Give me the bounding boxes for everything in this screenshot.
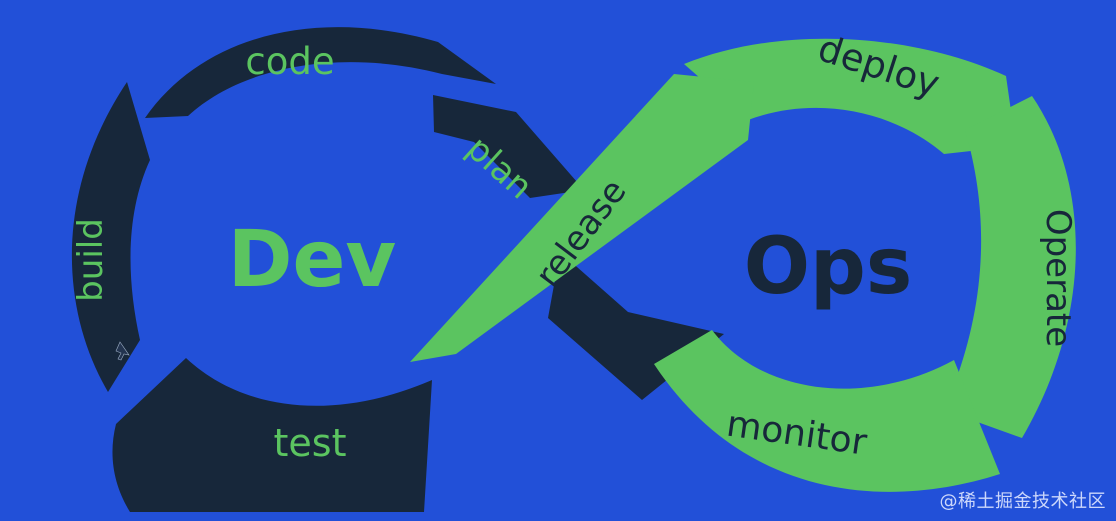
ops-release-segment [410, 74, 754, 362]
small-cursor-mark [115, 341, 130, 361]
dev-build-segment [71, 82, 150, 392]
dev-title: Dev [228, 215, 397, 305]
dev-code-segment [145, 27, 496, 118]
dev-stage-build-label: build [71, 218, 111, 302]
dev-stage-code-label: code [245, 40, 334, 83]
dev-plan-segment [433, 95, 584, 198]
watermark-text: @稀土掘金技术社区 [939, 491, 1106, 512]
dev-test-segment [112, 358, 432, 512]
dev-stage-test-label: test [274, 421, 347, 465]
ops-stage-operate-label: Operate [1038, 209, 1078, 347]
ops-title: Ops [744, 222, 913, 312]
ops-deploy-segment [684, 38, 1016, 154]
ops-loop [410, 38, 1076, 492]
ops-monitor-segment [654, 330, 1000, 492]
ops-operate-segment [944, 96, 1076, 438]
